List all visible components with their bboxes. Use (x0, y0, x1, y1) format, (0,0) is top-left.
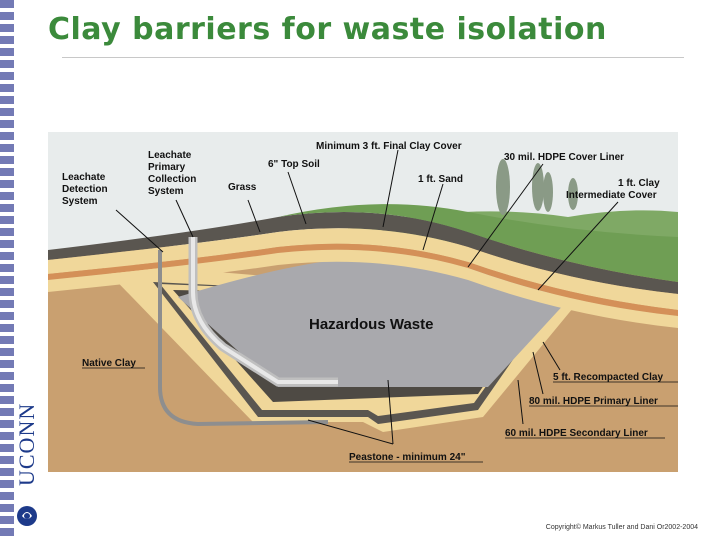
label-peastone: Peastone - minimum 24" (349, 452, 466, 463)
left-decorative-strip (0, 0, 14, 540)
label-leachate-detection-2: Detection (62, 184, 108, 195)
intermediate-cover-layer (48, 249, 678, 328)
label-leachate-detection-1: Leachate (62, 172, 106, 183)
landfill-diagram: Leachate Detection System Leachate Prima… (48, 132, 678, 472)
label-hdpe-primary: 80 mil. HDPE Primary Liner (529, 396, 658, 407)
top-soil-layer (48, 212, 678, 294)
label-native-clay: Native Clay (82, 358, 136, 369)
label-leachate-primary-2: Primary (148, 162, 186, 173)
label-sand: 1 ft. Sand (418, 174, 463, 185)
leachate-detection-pipe (158, 250, 329, 427)
label-intermediate-cover-2: Intermediate Cover (566, 190, 657, 201)
label-underlines (82, 367, 678, 463)
label-leader-lines (115, 149, 619, 445)
title-divider (62, 57, 684, 58)
uconn-logo-text: UCONN (14, 402, 39, 486)
label-leachate-primary-1: Leachate (148, 150, 192, 161)
label-hdpe-secondary: 60 mil. HDPE Secondary Liner (505, 428, 648, 439)
final-clay-cover-layer (48, 228, 678, 310)
slide-title: Clay barriers for waste isolation (48, 12, 607, 47)
copyright-notice: Copyright© Markus Tuller and Dani Or2002… (545, 524, 698, 531)
label-leachate-primary-4: System (148, 186, 184, 197)
label-final-clay-cover: Minimum 3 ft. Final Clay Cover (316, 141, 462, 152)
sand-layer (48, 243, 678, 316)
label-recompacted-clay: 5 ft. Recompacted Clay (553, 372, 663, 383)
hazardous-waste-mass (178, 257, 568, 387)
label-top-soil: 6" Top Soil (268, 159, 320, 170)
uconn-logo (14, 410, 40, 528)
husky-seal-icon (17, 506, 37, 526)
grass-layer (48, 204, 678, 282)
label-grass: Grass (228, 182, 257, 193)
label-intermediate-cover-1: 1 ft. Clay (618, 178, 660, 189)
label-leachate-primary-3: Collection (148, 174, 196, 185)
label-hdpe-cover: 30 mil. HDPE Cover Liner (504, 152, 624, 163)
label-leachate-detection-3: System (62, 196, 98, 207)
label-hazardous-waste: Hazardous Waste (309, 316, 433, 333)
leachate-primary-pipe-highlight (191, 237, 338, 384)
